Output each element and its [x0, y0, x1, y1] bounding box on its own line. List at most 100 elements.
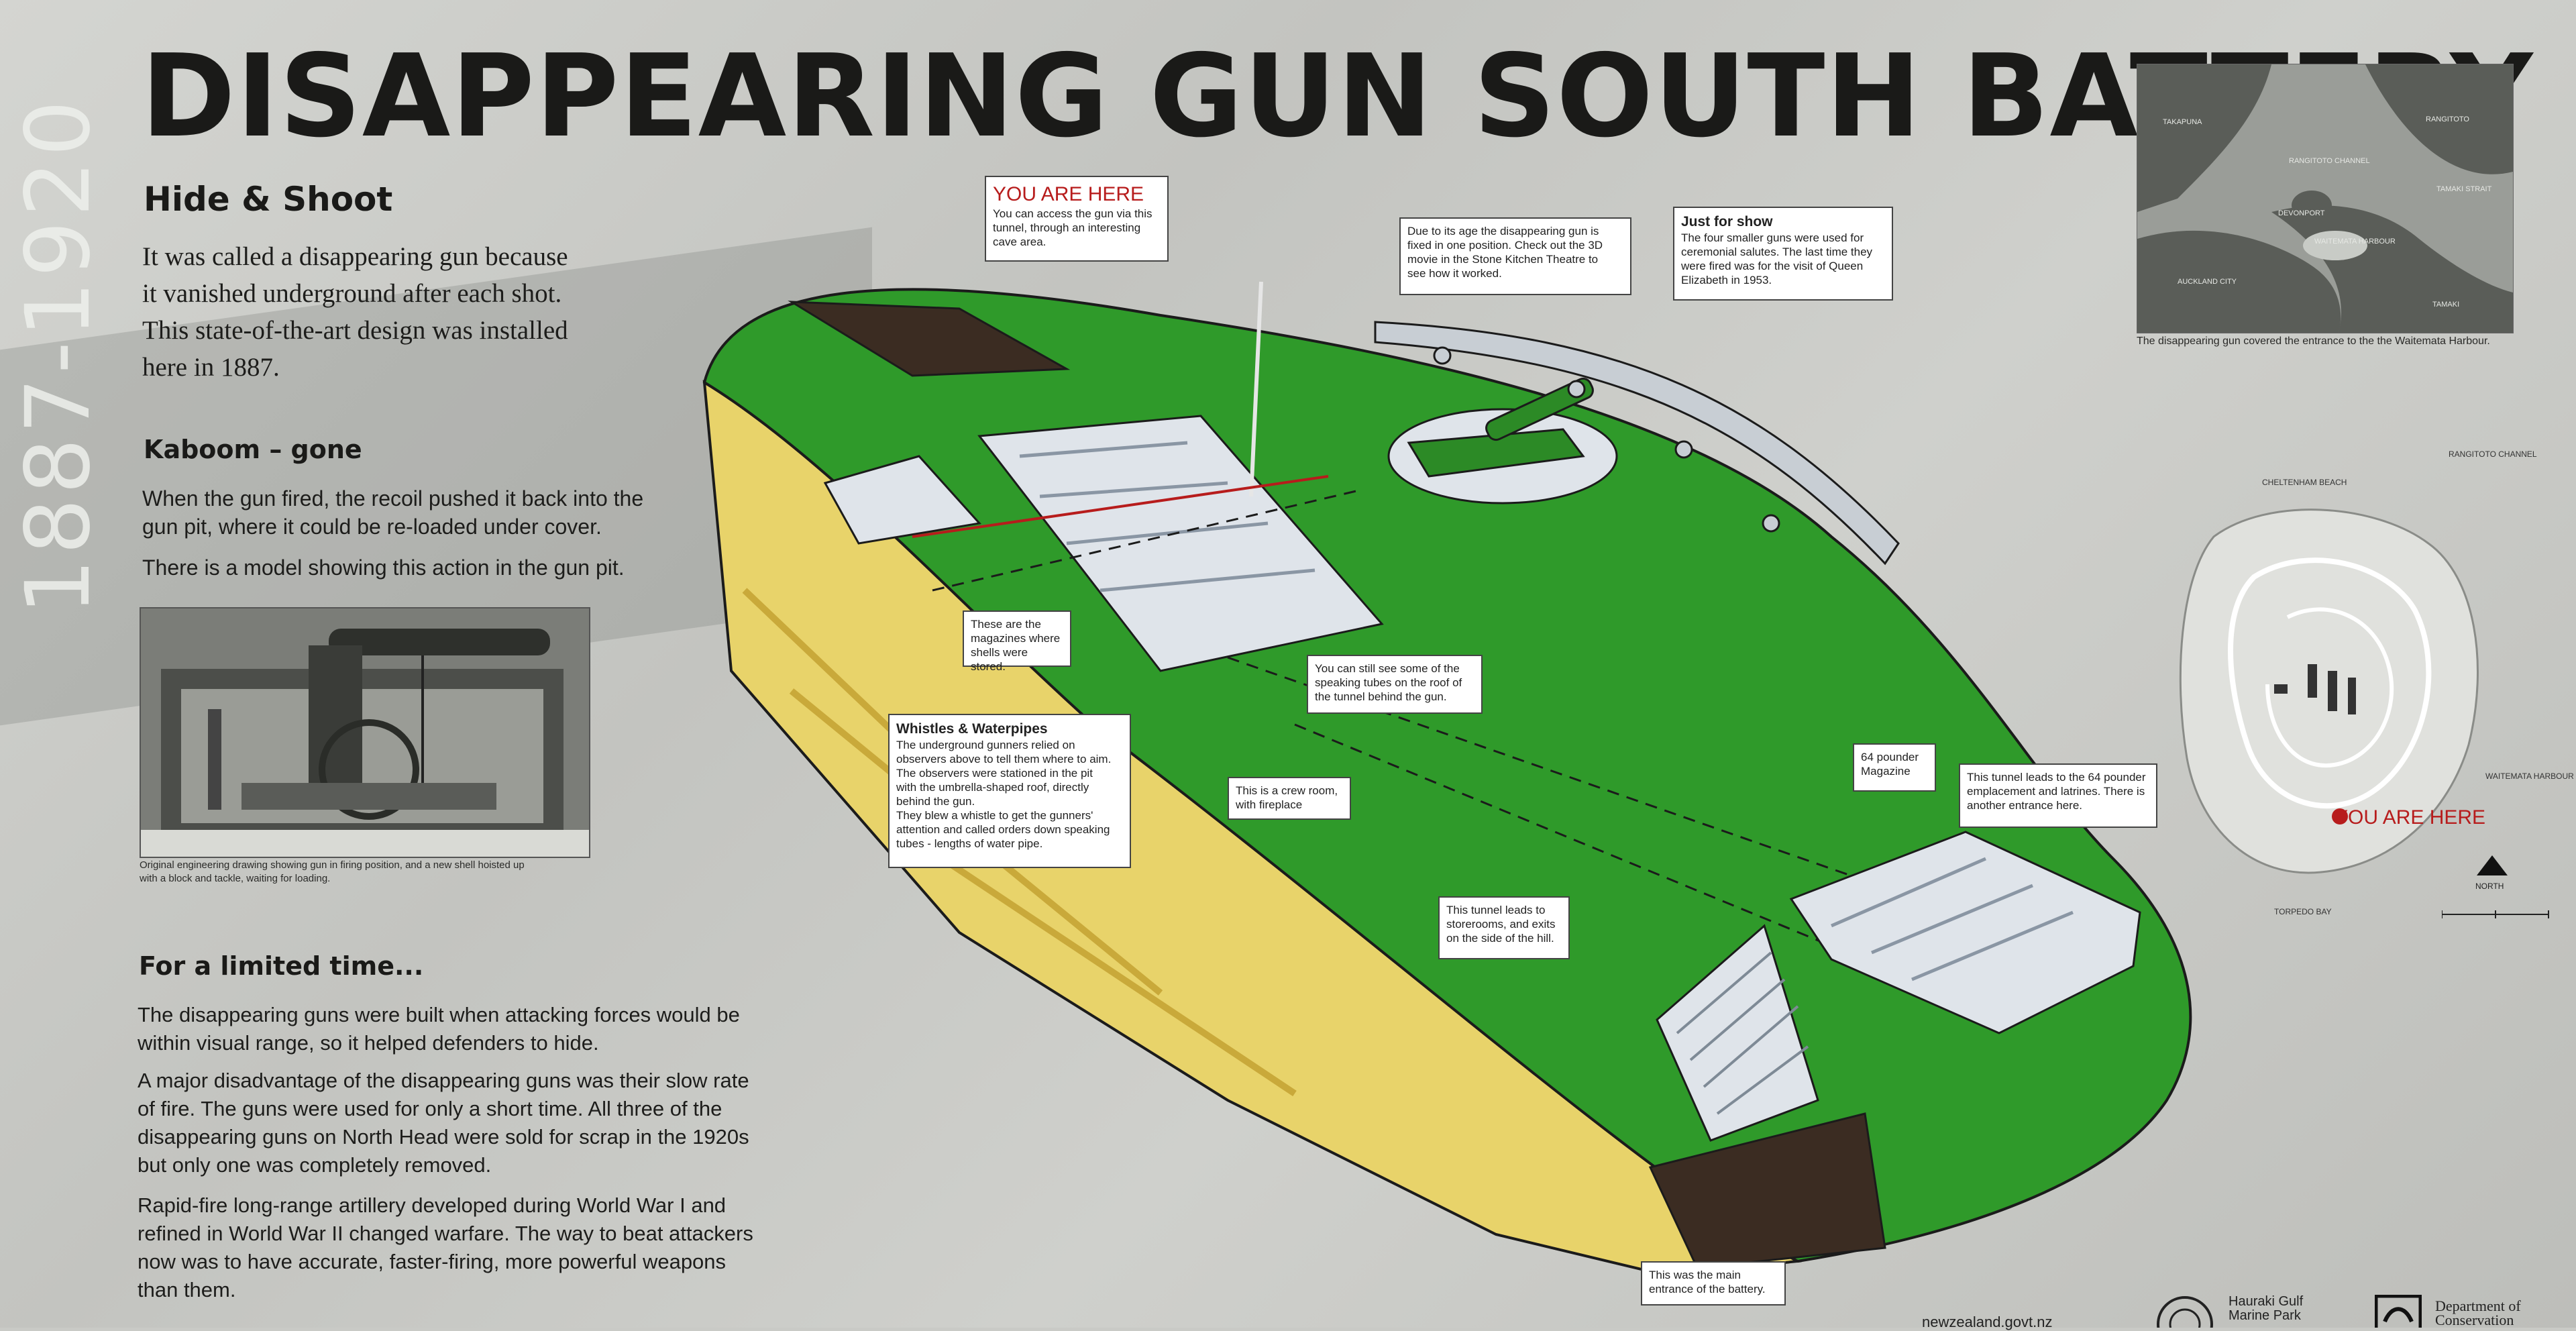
text-line: gun pit, where it could be re-loaded und… [142, 515, 602, 539]
doc-logo-text: Department of Conservation [2435, 1297, 2521, 1328]
callout-line: You can access the gun via this [993, 207, 1152, 220]
callout-line: with fireplace [1236, 798, 1303, 811]
doc-logo-icon [2375, 1295, 2422, 1328]
callout-whistles: Whistles & Waterpipes The underground gu… [888, 714, 1131, 868]
years-vertical: 1887-1920 [7, 96, 110, 615]
callout-line: This is a crew room, [1236, 784, 1338, 797]
callout-storerooms: This tunnel leads to storerooms, and exi… [1438, 896, 1570, 959]
map-label: RANGITOTO CHANNEL [2289, 157, 2370, 165]
text-line: disappearing guns on North Head were sol… [138, 1125, 749, 1149]
callout-line: This was the main [1649, 1269, 1741, 1281]
callout-line: The four smaller guns were used for [1681, 231, 1864, 244]
caption-line: Original engineering drawing showing gun… [140, 859, 525, 871]
text-line: now was to have accurate, faster-firing,… [138, 1250, 727, 1273]
kaboom-model-text: There is a model showing this action in … [142, 555, 625, 580]
harbour-map-caption: The disappearing gun covered the entranc… [2137, 335, 2490, 347]
callout-line: attention and called orders down speakin… [896, 823, 1110, 836]
text-line: of fire. The guns were used for only a s… [138, 1097, 722, 1120]
map-label: AUCKLAND CITY [2178, 278, 2237, 286]
callout-line: These are the [971, 618, 1041, 631]
callout-crew-room: This is a crew room, with fireplace [1228, 777, 1351, 820]
callout-speaking-tubes: You can still see some of the speaking t… [1307, 655, 1483, 714]
text-line: The disappearing guns were built when at… [138, 1003, 740, 1026]
text-line: within visual range, so it helped defend… [138, 1031, 599, 1055]
scale-bar-icon [2442, 910, 2549, 918]
callout-line: entrance of the battery. [1649, 1283, 1766, 1295]
footer-url: newzealand.govt.nz [1922, 1314, 2053, 1330]
north-head-map-icon [2179, 509, 2479, 874]
limited-p3: Rapid-fire long-range artillery develope… [138, 1191, 795, 1304]
north-arrow: NORTH [2475, 855, 2509, 891]
text-line: but only one was completely removed. [138, 1153, 492, 1177]
map-label: TAKAPUNA [2163, 118, 2202, 126]
map-label: WAITEMATA HARBOUR [2314, 237, 2396, 246]
map-label: RANGITOTO [2426, 115, 2469, 123]
footer-line: Hauraki Gulf [2229, 1294, 2304, 1309]
callout-line: storerooms, and exits [1446, 918, 1556, 930]
callout-line: The underground gunners relied on [896, 739, 1075, 751]
map-label: WAITEMATA HARBOUR [2485, 771, 2574, 781]
north-label: NORTH [2475, 882, 2504, 891]
callout-line: movie in the Stone Kitchen Theatre to [1407, 253, 1599, 266]
callout-line: 64 pounder [1861, 751, 1919, 763]
callout-title: YOU ARE HERE [993, 183, 1144, 205]
callout-title: Just for show [1681, 214, 1773, 229]
drawing-caption: Original engineering drawing showing gun… [140, 859, 596, 886]
limited-p1: The disappearing guns were built when at… [138, 1001, 795, 1057]
page-title: DISAPPEARING GUN SOUTH BATTERY [141, 30, 2534, 163]
map-label: TORPEDO BAY [2274, 907, 2332, 916]
footer-line: Department of [2435, 1297, 2521, 1314]
text-line: A major disadvantage of the disappearing… [138, 1069, 749, 1092]
harbour-map: TAKAPUNA RANGITOTO RANGITOTO CHANNEL TAM… [2137, 64, 2514, 333]
callout-magazines: These are the magazines where shells wer… [963, 610, 1071, 673]
hide-shoot-heading: Hide & Shoot [144, 180, 393, 219]
callout-main-entrance: This was the main entrance of the batter… [1641, 1261, 1786, 1306]
callout-line: cave area. [993, 235, 1046, 248]
callout-line: magazines where [971, 632, 1061, 645]
callout-just-for-show: Just for show The four smaller guns were… [1673, 207, 1893, 301]
kaboom-heading: Kaboom – gone [144, 435, 362, 464]
limited-heading: For a limited time... [139, 951, 424, 981]
callout-64-magazine: 64 pounder Magazine [1853, 743, 1936, 792]
callout-line: This tunnel leads to [1446, 904, 1546, 916]
callout-line: speaking tubes on the roof of [1315, 676, 1462, 689]
callout-you-are-here: YOU ARE HERE You can access the gun via … [985, 176, 1169, 262]
callout-line: behind the gun. [896, 795, 975, 808]
harbour-map-icon [2137, 64, 2513, 333]
footer-line: Conservation [2435, 1312, 2514, 1328]
text-line: This state-of-the-art design was install… [142, 316, 568, 345]
callout-gun-fixed: Due to its age the disappearing gun is f… [1399, 217, 1631, 295]
text-line: It was called a disappearing gun because [142, 242, 568, 271]
gun-drawing-icon [141, 608, 589, 857]
callout-line: with the umbrella-shaped roof, directly [896, 781, 1089, 794]
text-line: than them. [138, 1278, 236, 1301]
callout-line: emplacement and latrines. There is [1967, 785, 2145, 798]
callout-line: another entrance here. [1967, 799, 2083, 812]
kaboom-text: When the gun fired, the recoil pushed it… [142, 484, 679, 541]
footer-line: Marine Park [2229, 1308, 2301, 1323]
callout-line: Elizabeth in 1953. [1681, 274, 1772, 286]
map-label: CHELTENHAM BEACH [2262, 478, 2347, 487]
hide-shoot-text: It was called a disappearing gun because… [142, 238, 679, 386]
map-you-are-here: YOU ARE HERE [2334, 806, 2486, 829]
callout-line: observers above to tell them where to ai… [896, 753, 1112, 765]
callout-line: ceremonial salutes. The last time they [1681, 246, 1873, 258]
callout-line: the tunnel behind the gun. [1315, 690, 1447, 703]
text-line: it vanished underground after each shot. [142, 279, 562, 308]
callout-line: fixed in one position. Check out the 3D [1407, 239, 1603, 252]
hauraki-logo-text: Hauraki Gulf Marine Park [2229, 1295, 2303, 1323]
callout-tunnel-64: This tunnel leads to the 64 pounder empl… [1959, 763, 2157, 828]
limited-p2: A major disadvantage of the disappearing… [138, 1067, 795, 1179]
callout-line: Due to its age the disappearing gun is [1407, 225, 1599, 237]
callout-title: Whistles & Waterpipes [896, 721, 1048, 737]
callout-line: This tunnel leads to the 64 pounder [1967, 771, 2146, 784]
callout-line: on the side of the hill. [1446, 932, 1554, 945]
text-line: refined in World War II changed warfare.… [138, 1222, 753, 1245]
caption-line: with a block and tackle, waiting for loa… [140, 873, 331, 884]
engineering-drawing [140, 607, 590, 858]
north-arrow-icon [2477, 855, 2508, 875]
callout-line: Magazine [1861, 765, 1911, 778]
callout-line: tubes - lengths of water pipe. [896, 837, 1043, 850]
callout-line: were fired was for the visit of Queen [1681, 260, 1864, 272]
